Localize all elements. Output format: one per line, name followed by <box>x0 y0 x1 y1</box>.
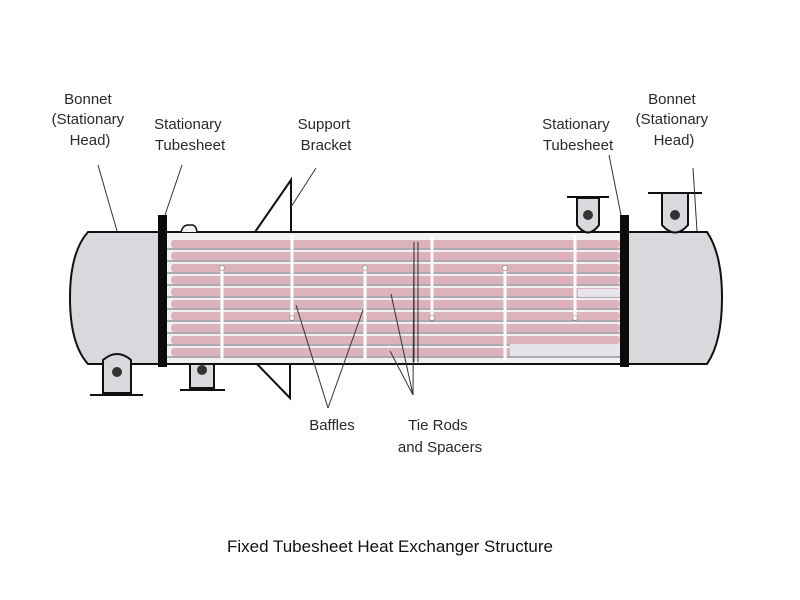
baffle-edge <box>429 315 435 321</box>
tube <box>171 264 620 272</box>
label-tubesheet-right: Stationary Tubesheet <box>542 116 614 154</box>
baffle-edge <box>502 265 508 271</box>
leader-baffle-1 <box>295 304 329 409</box>
baffle-group <box>219 235 578 361</box>
tube <box>171 288 620 296</box>
baffle-edge <box>362 265 368 271</box>
leader-tierod-2 <box>389 350 414 396</box>
baffle-edge <box>572 315 578 321</box>
diagram-title: Fixed Tubesheet Heat Exchanger Structure <box>227 537 553 556</box>
leader-tubesheet-right <box>608 154 622 216</box>
spacer <box>510 344 620 356</box>
label-support-bracket: Support Bracket <box>298 116 355 154</box>
leader-lines <box>97 154 698 409</box>
baffle-edge <box>219 265 225 271</box>
tube <box>171 336 620 344</box>
nozzle-top-right-bonnet <box>648 192 702 234</box>
nozzle-top-right-shell <box>567 196 609 234</box>
leader-baffle-2 <box>327 309 364 409</box>
tube <box>171 276 620 284</box>
label-tie-rods: Tie Rods and Spacers <box>398 417 482 456</box>
vent-nozzle <box>180 224 198 233</box>
support-bracket-bottom <box>256 363 291 401</box>
bonnet-left <box>68 231 161 365</box>
tube <box>171 300 620 308</box>
leader-tierod-1 <box>390 293 414 396</box>
nozzle-bottom-left-bonnet <box>90 353 143 396</box>
leader-tierod-3 <box>412 241 415 396</box>
tube <box>171 348 620 356</box>
label-tubesheet-left: Stationary Tubesheet <box>154 116 226 154</box>
nozzle-bottom-left-shell <box>180 363 225 391</box>
label-bonnet-right: Bonnet (Stationary Head) <box>636 91 713 149</box>
tubesheet-left <box>158 215 167 367</box>
tube <box>171 240 620 248</box>
tube-bundle <box>167 240 620 358</box>
tube <box>171 324 620 332</box>
support-bracket-top <box>254 176 292 233</box>
leader-support-bracket <box>290 167 317 208</box>
tube <box>171 252 620 260</box>
label-bonnet-left: Bonnet (Stationary Head) <box>52 91 129 149</box>
leader-bonnet-right <box>692 167 698 232</box>
tubesheet-right <box>620 215 629 367</box>
baffle-edge <box>289 315 295 321</box>
shell <box>166 224 622 365</box>
spacer <box>578 289 620 297</box>
bonnet-right <box>627 231 724 365</box>
leader-bonnet-left <box>97 164 118 232</box>
leader-tubesheet-left <box>164 164 183 216</box>
label-baffles: Baffles <box>309 417 355 434</box>
